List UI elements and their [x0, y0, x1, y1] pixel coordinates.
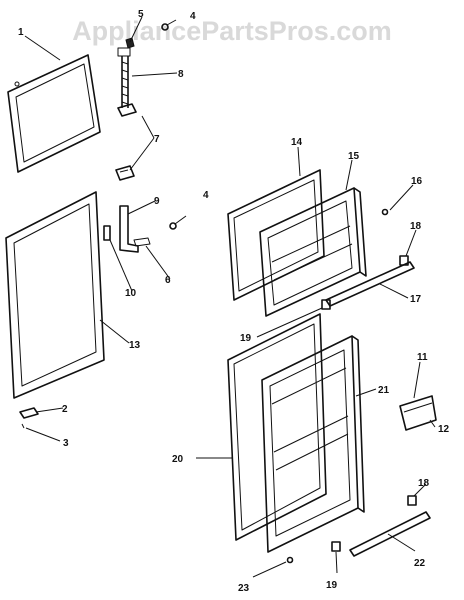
- watermark-text: AppliancePartsPros.com: [72, 16, 392, 46]
- part-16-screw: [381, 208, 389, 216]
- callout-11: 11: [417, 352, 428, 363]
- callout-3: 3: [63, 438, 69, 449]
- part-5-hinge-pin: [125, 37, 135, 49]
- callout-13: 13: [129, 340, 141, 351]
- callout-14: 14: [291, 137, 303, 148]
- callout-7: 7: [154, 134, 160, 145]
- callout-18b: 18: [418, 478, 430, 489]
- part-4-screw-middle: [169, 215, 187, 230]
- callout-5: 5: [138, 9, 144, 20]
- part-19-shelf-clip-upper: [321, 299, 331, 310]
- part-8-hinge-bracket: [117, 47, 137, 117]
- part-14-freezer-door-gasket: [227, 169, 325, 301]
- callout-1: 1: [18, 27, 24, 38]
- part-21-fresh-food-door-liner: [261, 335, 365, 553]
- callout-19b: 19: [326, 580, 338, 591]
- callout-16: 16: [411, 176, 423, 187]
- callout-19a: 19: [240, 333, 252, 344]
- part-23-screw: [286, 556, 294, 564]
- part-22-shelf-rail-lower: [349, 511, 431, 557]
- part-18-shelf-clip-lower: [407, 495, 417, 506]
- callout-labels: 1 2 3 4 4 5 6 7 8 9 10 11 12 13 14 15 16…: [18, 9, 450, 594]
- callout-6: 6: [165, 275, 171, 286]
- callout-22: 22: [414, 558, 426, 569]
- part-10-door-stop: [103, 225, 111, 241]
- callout-15: 15: [348, 151, 360, 162]
- part-7-hinge-pin-bracket: [115, 165, 135, 181]
- callout-12: 12: [438, 424, 450, 435]
- part-4-screw-top: [161, 19, 177, 31]
- part-6-hinge-shim: [133, 237, 151, 247]
- part-15-freezer-door-liner: [259, 187, 367, 317]
- callout-23: 23: [238, 583, 250, 594]
- part-13-fresh-food-gasket: [5, 191, 105, 399]
- part-2-bottom-hinge: [19, 407, 39, 419]
- callout-18a: 18: [410, 221, 422, 232]
- callout-4b: 4: [203, 190, 209, 201]
- part-1-freezer-gasket: [7, 54, 101, 173]
- callout-17: 17: [410, 294, 422, 305]
- part-20-fresh-food-door-gasket: [227, 313, 327, 541]
- callout-20: 20: [172, 454, 184, 465]
- part-11-handle-trim: [399, 395, 437, 431]
- callout-8: 8: [178, 69, 184, 80]
- part-19-shelf-clip-lower: [331, 541, 341, 552]
- callout-21: 21: [378, 385, 390, 396]
- callout-4a: 4: [190, 11, 196, 22]
- callout-10: 10: [125, 288, 137, 299]
- callout-9: 9: [154, 196, 160, 207]
- callout-2: 2: [62, 404, 68, 415]
- part-17-freezer-shelf-rail: [325, 261, 415, 307]
- part-3-screw: [21, 423, 25, 429]
- leader-lines: [24, 16, 436, 578]
